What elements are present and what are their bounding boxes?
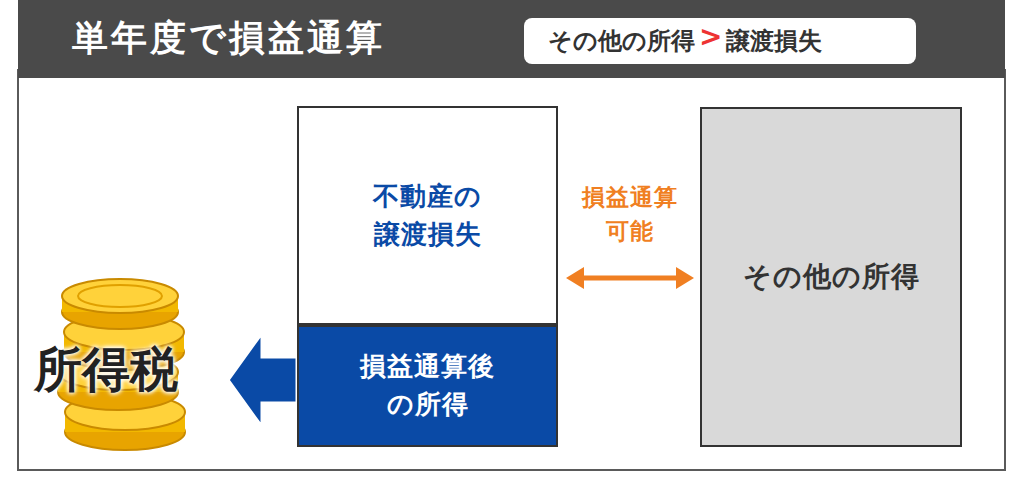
title: 単年度で損益通算 bbox=[72, 14, 385, 63]
greater-than-sign: > bbox=[699, 20, 722, 53]
node-text: 不動産の 譲渡損失 bbox=[368, 178, 488, 253]
header-bar bbox=[18, 0, 1005, 78]
loss-box: 不動産の 譲渡損失 bbox=[297, 106, 558, 325]
node-text: その他の所得 bbox=[743, 257, 920, 298]
condition-pill bbox=[524, 18, 916, 64]
offset-arrow bbox=[566, 267, 694, 289]
condition-text: その他の所得 bbox=[548, 25, 695, 57]
result-arrow bbox=[228, 333, 297, 427]
edge-label: 損益通算 可能 bbox=[577, 181, 683, 248]
frame bbox=[18, 70, 1005, 470]
tax-label: 所得税 bbox=[34, 338, 178, 402]
node-text: 損益通算後 の所得 bbox=[355, 348, 501, 423]
result-box: 損益通算後 の所得 bbox=[297, 325, 558, 447]
condition-text: 譲渡損失 bbox=[726, 25, 822, 57]
other-income-box: その他の所得 bbox=[700, 107, 962, 447]
